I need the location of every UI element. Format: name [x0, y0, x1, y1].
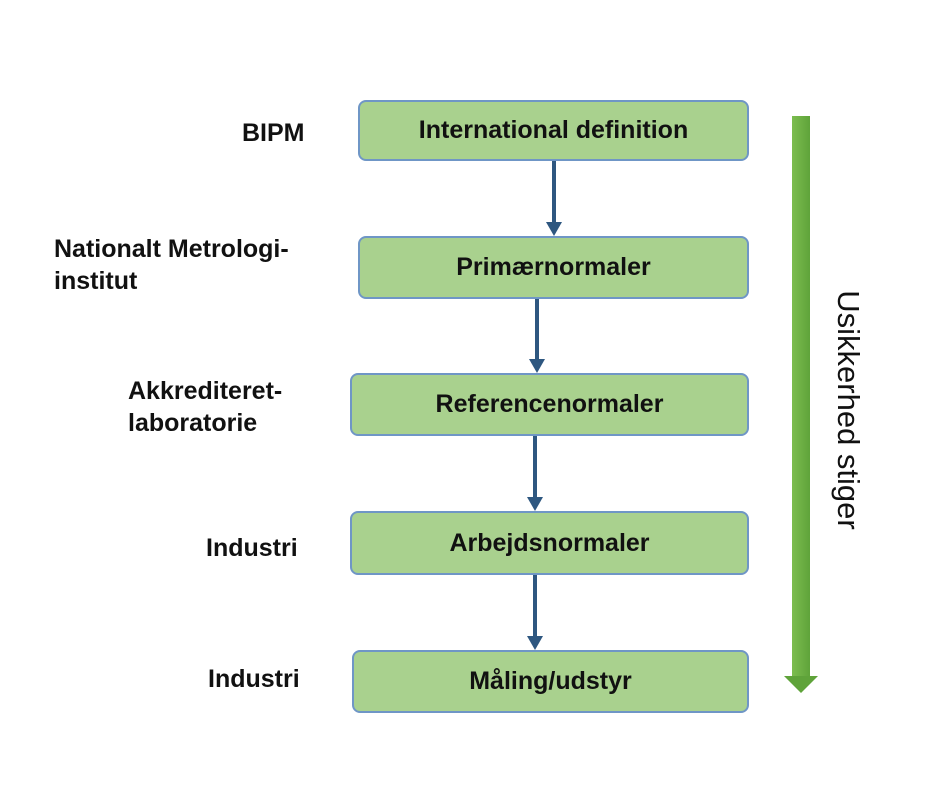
connector-1-2-arrow-shaft: [552, 161, 556, 223]
down-arrow-icon: [546, 222, 562, 236]
level-4-organization: Industri: [206, 532, 298, 564]
level-1-standard-box: International definition: [358, 100, 749, 161]
level-3-organization-line-2: laboratorie: [128, 409, 258, 437]
level-5-standard-box: Måling/udstyr: [352, 650, 749, 713]
level-2-standard-box: Primærnormaler: [358, 236, 749, 299]
level-3-organization-line-1: Akkrediteret-: [128, 377, 283, 405]
level-5-organization: Industri: [208, 663, 300, 695]
level-4-standard-box: Arbejdsnormaler: [350, 511, 749, 575]
level-3-standard-box: Referencenormaler: [350, 373, 749, 436]
down-arrow-icon: [529, 359, 545, 373]
down-arrow-icon: [527, 636, 543, 650]
level-4-organization-line-1: Industri: [206, 534, 298, 562]
level-2-organization: Nationalt Metrologi- institut: [54, 233, 289, 297]
level-1-organization-line-1: BIPM: [242, 119, 305, 147]
down-arrow-icon: [527, 497, 543, 511]
uncertainty-label: Usikkerhed stiger: [831, 290, 866, 530]
level-3-organization: Akkrediteret- laboratorie: [128, 375, 282, 439]
level-5-organization-line-1: Industri: [208, 665, 300, 693]
connector-4-5-arrow-shaft: [533, 575, 537, 637]
uncertainty-arrow-icon: [784, 676, 818, 693]
level-1-organization: BIPM: [242, 117, 305, 149]
connector-2-3-arrow-shaft: [535, 299, 539, 360]
level-2-organization-line-2: institut: [54, 267, 138, 295]
level-2-organization-line-1: Nationalt Metrologi-: [54, 235, 289, 263]
connector-3-4-arrow-shaft: [533, 436, 537, 498]
uncertainty-arrow-shaft: [792, 116, 810, 678]
